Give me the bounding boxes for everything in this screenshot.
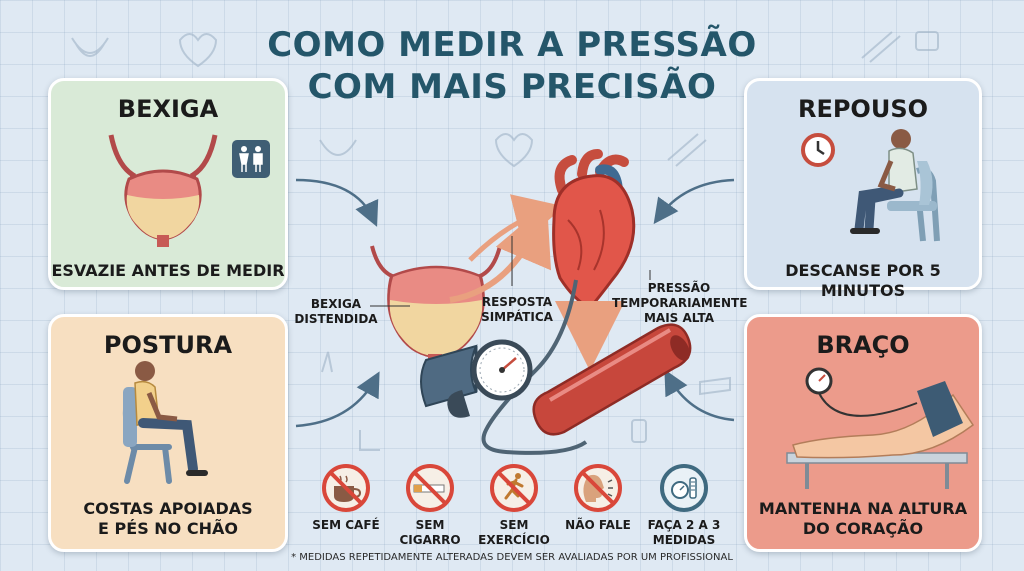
label-bexiga-distendida: BEXIGA DISTENDIDA: [294, 297, 378, 327]
tip-faca-medidas-line-2: MEDIDAS: [652, 533, 716, 547]
label-pressao-line-1: PRESSÃO: [647, 281, 711, 295]
arrow-postura-to-center: [295, 371, 380, 428]
card-postura-caption-line-2: E PÉS NO CHÃO: [98, 519, 238, 538]
label-resposta-line-2: SIMPÁTICA: [481, 310, 553, 324]
card-repouso-caption: DESCANSE POR 5 MINUTOS: [785, 261, 941, 300]
title-line-2: COM MAIS PRECISÃO: [307, 67, 717, 107]
card-braco-caption-line-1: MANTENHA NA ALTURA: [758, 499, 968, 518]
faint-heart-icon: [178, 33, 218, 68]
heart-icon: [552, 149, 636, 310]
tip-sem-exercicio-label: SEM EXERCÍCIO: [474, 518, 554, 548]
tip-sem-cafe-line-1: SEM CAFÉ: [312, 518, 380, 532]
label-resposta-simpatica: RESPOSTA SIMPÁTICA: [474, 295, 560, 325]
faint-cuff-icon: [699, 376, 731, 396]
card-postura-title: POSTURA: [103, 331, 233, 359]
tip-sem-cigarro: SEM CIGARRO: [390, 462, 470, 547]
faint-gauge-icon: [631, 419, 647, 443]
center-illustration: [370, 149, 692, 455]
card-repouso-title: REPOUSO: [797, 95, 929, 123]
faint-person-icon: [359, 430, 380, 451]
tip-sem-cigarro-line-1: SEM: [415, 518, 445, 532]
faint-heart-icon-2: [494, 133, 534, 168]
label-pressao-line-2: TEMPORARIAMENTE: [612, 296, 748, 310]
arrow-braco-to-center: [664, 369, 735, 422]
card-repouso: REPOUSO DESCANSE POR 5 MINUTOS: [744, 78, 982, 300]
tip-nao-fale: NÃO FALE: [558, 462, 638, 532]
card-postura-caption: COSTAS APOIADAS E PÉS NO CHÃO: [51, 499, 285, 539]
page-title: COMO MEDIR A PRESSÃO COM MAIS PRECISÃO: [250, 24, 774, 108]
blood-pressure-gauge-icon: [471, 339, 533, 401]
running-person-icon: [490, 464, 538, 512]
coffee-cup-icon: [322, 464, 370, 512]
tip-sem-exercicio: SEM EXERCÍCIO: [474, 462, 554, 547]
cigarette-icon: [406, 464, 454, 512]
label-pressao-line-3: MAIS ALTA: [643, 311, 714, 325]
tip-faca-medidas: FAÇA 2 A 3 MEDIDAS: [644, 462, 724, 547]
tip-nao-fale-label: NÃO FALE: [558, 518, 638, 533]
tip-sem-cigarro-label: SEM CIGARRO: [390, 518, 470, 548]
arrow-bexiga-to-center: [295, 178, 379, 227]
resting-person-icon: [850, 129, 940, 242]
clock-icon: [801, 133, 835, 167]
tip-nao-fale-line-1: NÃO FALE: [565, 518, 631, 532]
seated-person-icon: [122, 361, 208, 484]
tip-faca-medidas-label: FAÇA 2 A 3 MEDIDAS: [644, 518, 724, 548]
card-braco-title: BRAÇO: [816, 331, 910, 359]
card-bexiga-caption: ESVAZIE ANTES DE MEDIR: [51, 261, 285, 280]
card-bexiga-title: BEXIGA: [117, 95, 219, 123]
label-pressao-mais-alta: PRESSÃO TEMPORARIAMENTE MAIS ALTA: [612, 281, 748, 326]
label-resposta-line-1: RESPOSTA: [481, 295, 553, 309]
card-bexiga: BEXIGA ESVAZIE ANTES DE MEDIR: [48, 78, 288, 290]
tip-sem-exercicio-line-1: SEM: [499, 518, 529, 532]
label-bexiga-line-1: BEXIGA: [310, 297, 362, 311]
faint-monitor-icon: [915, 31, 939, 51]
blood-pressure-monitor-icon: [660, 464, 708, 512]
card-braco-caption-line-2: DO CORAÇÃO: [802, 519, 924, 538]
card-postura-caption-line-1: COSTAS APOIADAS: [83, 499, 253, 518]
faint-bladder-icon-2: [319, 139, 357, 156]
bladder-icon: [108, 134, 218, 247]
arm-with-cuff-icon: [786, 367, 975, 489]
restroom-sign-icon: [232, 140, 270, 178]
tip-sem-cafe: SEM CAFÉ: [306, 462, 386, 532]
label-bexiga-line-2: DISTENDIDA: [294, 312, 378, 326]
arrow-repouso-to-center: [653, 178, 735, 225]
faint-figure-icon: [321, 351, 333, 373]
tip-faca-medidas-line-1: FAÇA 2 A 3: [647, 518, 721, 532]
faint-vessel-icon: [861, 31, 901, 63]
faint-vessel-icon-2: [667, 133, 707, 167]
tip-sem-cafe-label: SEM CAFÉ: [306, 518, 386, 533]
faint-bladder-icon: [71, 37, 109, 57]
card-postura: POSTURA COSTAS APOIADAS E PÉS NO CHÃO: [48, 314, 288, 552]
card-braco-caption: MANTENHA NA ALTURA DO CORAÇÃO: [747, 499, 979, 539]
speaking-head-icon: [574, 464, 622, 512]
tip-sem-exercicio-line-2: EXERCÍCIO: [478, 533, 550, 547]
footnote: * MEDIDAS REPETIDAMENTE ALTERADAS DEVEM …: [291, 552, 733, 563]
arrow-response-to-heart: [468, 194, 565, 262]
artery-vessel-icon: [532, 323, 692, 436]
title-line-1: COMO MEDIR A PRESSÃO: [267, 25, 757, 65]
tip-sem-cigarro-line-2: CIGARRO: [399, 533, 461, 547]
pump-bulb-icon: [447, 390, 470, 418]
pressure-tube: [481, 279, 588, 455]
card-braco: BRAÇO MANTENHA NA ALTURA DO CORAÇÃO: [744, 314, 982, 552]
